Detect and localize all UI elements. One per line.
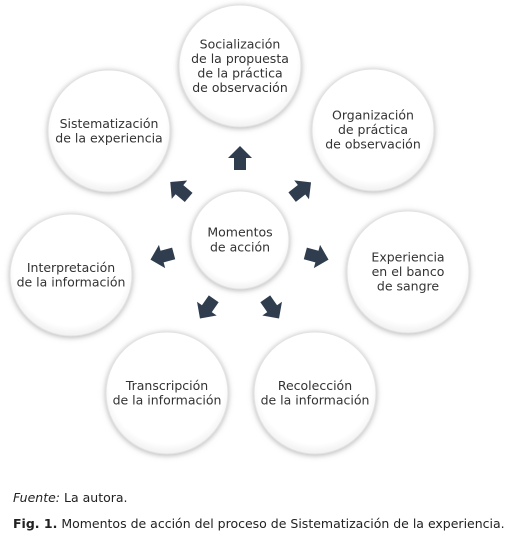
node-transcripcion-label-line: de la información xyxy=(113,392,222,407)
arrow-to-sistematizacion xyxy=(170,180,193,203)
arrow-to-interpretacion xyxy=(150,244,176,269)
source-text: La autora. xyxy=(64,490,128,505)
figure-label: Fig. 1. xyxy=(13,516,58,531)
node-organizacion-label-line: de práctica xyxy=(338,122,408,137)
node-interpretacion-label-line: Interpretación xyxy=(27,260,115,275)
node-interpretacion-label-line: de la información xyxy=(17,274,126,289)
node-experiencia-banco-label-line: de sangre xyxy=(377,279,439,294)
node-socializacion-label-line: de la práctica xyxy=(197,65,282,80)
figure-text: Momentos de acción del proceso de Sistem… xyxy=(61,516,505,531)
arrow-to-organizacion xyxy=(288,180,312,202)
arrow-to-transcripcion xyxy=(197,295,219,319)
center-node-label-line: de acción xyxy=(210,240,270,255)
node-sistematizacion-label-line: Sistematización xyxy=(60,116,159,131)
node-sistematizacion-circle xyxy=(47,69,171,193)
node-socializacion-label-line: Socialización xyxy=(200,36,281,51)
arrows-layer xyxy=(150,146,329,319)
node-organizacion-label-line: Organización xyxy=(332,108,414,123)
node-recoleccion-circle xyxy=(253,331,377,455)
node-sistematizacion-label-line: de la experiencia xyxy=(55,130,162,145)
center-node-label-line: Momentos xyxy=(207,225,272,240)
node-socializacion-label-line: de la propuesta xyxy=(191,51,289,66)
node-transcripcion-circle xyxy=(105,331,229,455)
arrow-to-socializacion xyxy=(228,146,252,170)
node-experiencia-banco-label-line: Experiencia xyxy=(371,250,444,265)
source-label: Fuente: xyxy=(13,490,61,505)
node-organizacion-label-line: de observación xyxy=(325,137,421,152)
node-socializacion-circle xyxy=(178,4,302,128)
node-recoleccion-label-line: de la información xyxy=(261,392,370,407)
arrow-to-experiencia-banco xyxy=(303,244,329,269)
arrow-to-recoleccion xyxy=(260,295,282,319)
source-caption: Fuente: La autora. xyxy=(13,490,128,505)
node-transcripcion-label-line: Transcripción xyxy=(125,378,208,393)
node-organizacion-circle xyxy=(311,68,435,192)
center-node-circle xyxy=(190,190,290,290)
node-experiencia-banco-label-line: en el banco xyxy=(372,264,445,279)
figure-caption: Fig. 1. Momentos de acción del proceso d… xyxy=(13,516,505,531)
node-socializacion-label-line: de observación xyxy=(192,80,288,95)
node-recoleccion-label-line: Recolección xyxy=(278,378,352,393)
node-experiencia-banco-circle xyxy=(346,210,470,334)
node-interpretacion-circle xyxy=(9,213,133,337)
